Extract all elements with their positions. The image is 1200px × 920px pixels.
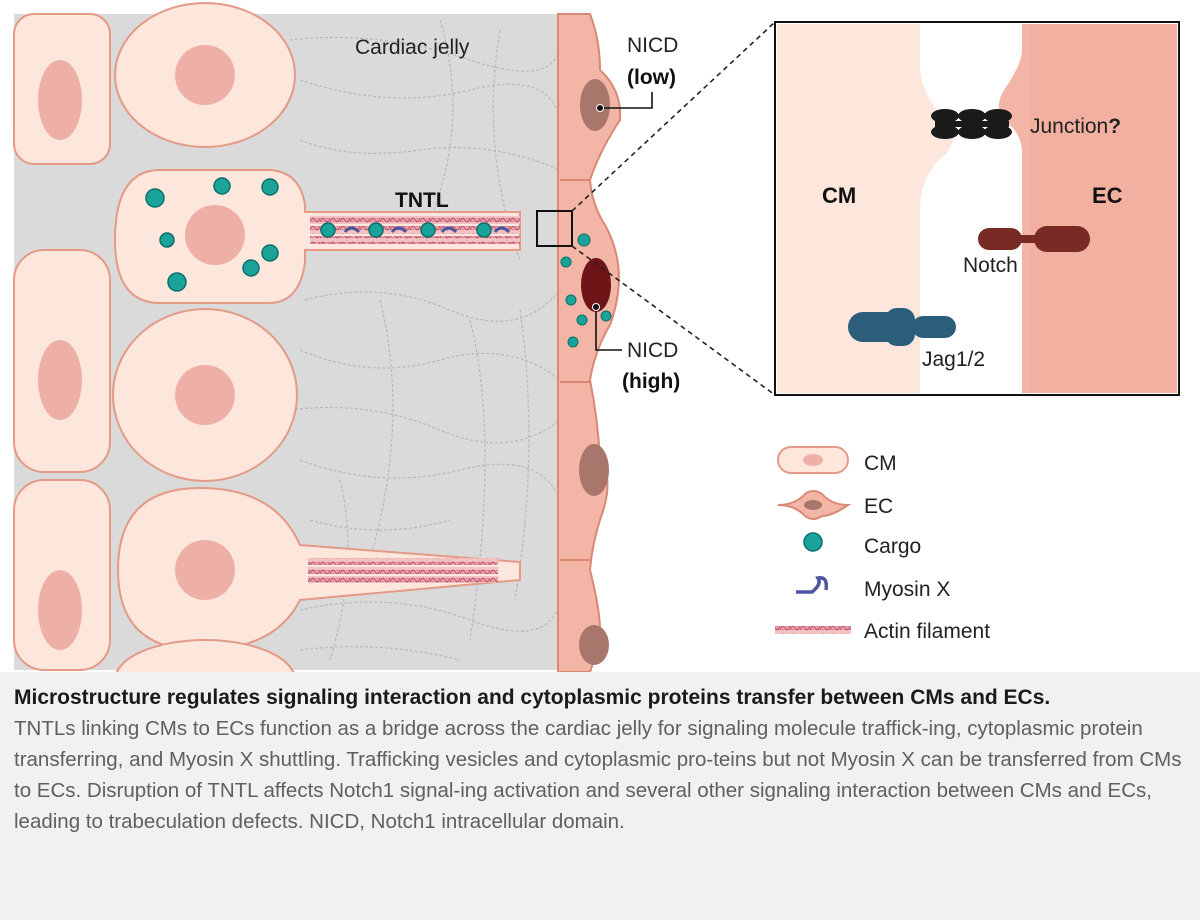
jelly-filaments (289, 19, 561, 661)
zoom-line-bottom (571, 245, 776, 396)
cargo-particles (145, 177, 492, 292)
label-nicd-bottom: NICD (627, 339, 678, 362)
legend-item-cargo: Cargo (803, 532, 921, 558)
left-cm-nuclei (38, 60, 82, 650)
tntl-actin-bundle (310, 216, 520, 244)
legend-item-myosin: Myosin X (796, 576, 950, 601)
label-cardiac-jelly: Cardiac jelly (355, 36, 470, 59)
legend-item-actin: Actin filament (775, 620, 990, 643)
legend: CM EC Cargo Myosin X Actin filament (775, 446, 990, 643)
caption-body: TNTLs linking CMs to ECs function as a b… (14, 717, 1182, 833)
ec-cargo (560, 233, 612, 348)
inset-label-ec: EC (1092, 183, 1123, 208)
ec-boundaries (560, 179, 590, 561)
leader-nicd-high (595, 307, 622, 351)
jag-ligand (848, 308, 956, 346)
label-jag: Jag1/2 (922, 348, 985, 371)
leader-nicd-low (600, 92, 653, 109)
legend-item-cm: CM (777, 446, 897, 475)
tntl-diagram: Cardiac jelly TNTL NICD (low) NICD (high… (13, 2, 1180, 672)
label-nicd-high: (high) (622, 370, 680, 393)
legend-label-cargo: Cargo (864, 535, 921, 558)
label-junction: Junction? (1030, 115, 1121, 138)
notch-receptor (978, 226, 1090, 252)
label-tntl: TNTL (395, 189, 449, 212)
caption-title: Microstructure regulates signaling inter… (14, 686, 1051, 709)
legend-label-myosin: Myosin X (864, 578, 950, 601)
inset-panel (774, 21, 1180, 396)
figure-caption: Microstructure regulates signaling inter… (14, 684, 1186, 837)
ec-column (557, 13, 622, 672)
zoom-line-top (571, 21, 776, 212)
label-nicd-low: (low) (627, 66, 676, 89)
label-notch: Notch (963, 254, 1018, 277)
leader-dot-low (596, 104, 604, 112)
label-nicd-top: NICD (627, 34, 678, 57)
zoom-region-box (536, 210, 573, 247)
junction-complex (931, 109, 1012, 139)
figure-illustration: Cardiac jelly TNTL NICD (low) NICD (high… (0, 0, 1200, 672)
tntl-myosin-x (343, 226, 511, 234)
legend-label-cm: CM (864, 452, 897, 475)
lower-tntl-actin-bundle (308, 558, 498, 583)
inset-label-cm: CM (822, 183, 856, 208)
ec-nuclei (579, 79, 611, 665)
legend-label-ec: EC (864, 495, 893, 518)
legend-label-actin: Actin filament (864, 620, 990, 643)
legend-item-ec: EC (777, 490, 893, 520)
middle-cm-nuclei (175, 45, 245, 600)
leader-dot-high (592, 303, 600, 311)
